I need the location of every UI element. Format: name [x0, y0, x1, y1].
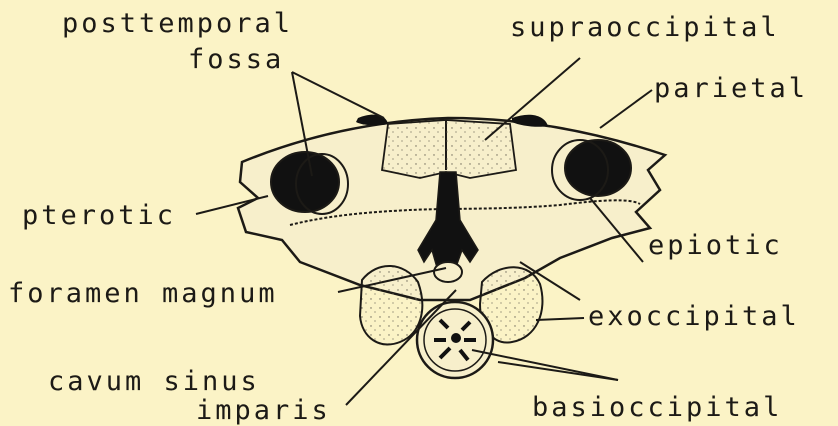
cavum-dot — [451, 333, 461, 343]
upper-fossa-left — [356, 115, 388, 126]
label-posttemporal: posttemporal — [62, 10, 293, 37]
leader-parietal — [600, 90, 652, 128]
label-exoccipital: exoccipital — [588, 303, 800, 330]
exoccipital-left — [360, 266, 422, 345]
label-supraoccipital: supraoccipital — [510, 14, 780, 41]
leader-exoccipital-b — [536, 318, 584, 320]
label-parietal: parietal — [654, 75, 808, 102]
label-pterotic: pterotic — [22, 202, 176, 229]
label-imparis: imparis — [196, 397, 331, 424]
posttemporal-fossa-right — [565, 140, 631, 196]
leader-fossa-right — [292, 72, 384, 118]
label-cavum-sinus: cavum sinus — [48, 368, 260, 395]
foramen-magnum-shape — [434, 262, 462, 282]
leader-basio-b — [472, 350, 618, 380]
label-fossa: fossa — [188, 46, 284, 73]
label-epiotic: epiotic — [648, 232, 783, 259]
label-foramen-magnum: foramen magnum — [8, 280, 278, 307]
supraoccipital-region — [382, 120, 516, 178]
label-basioccipital: basioccipital — [532, 394, 782, 421]
